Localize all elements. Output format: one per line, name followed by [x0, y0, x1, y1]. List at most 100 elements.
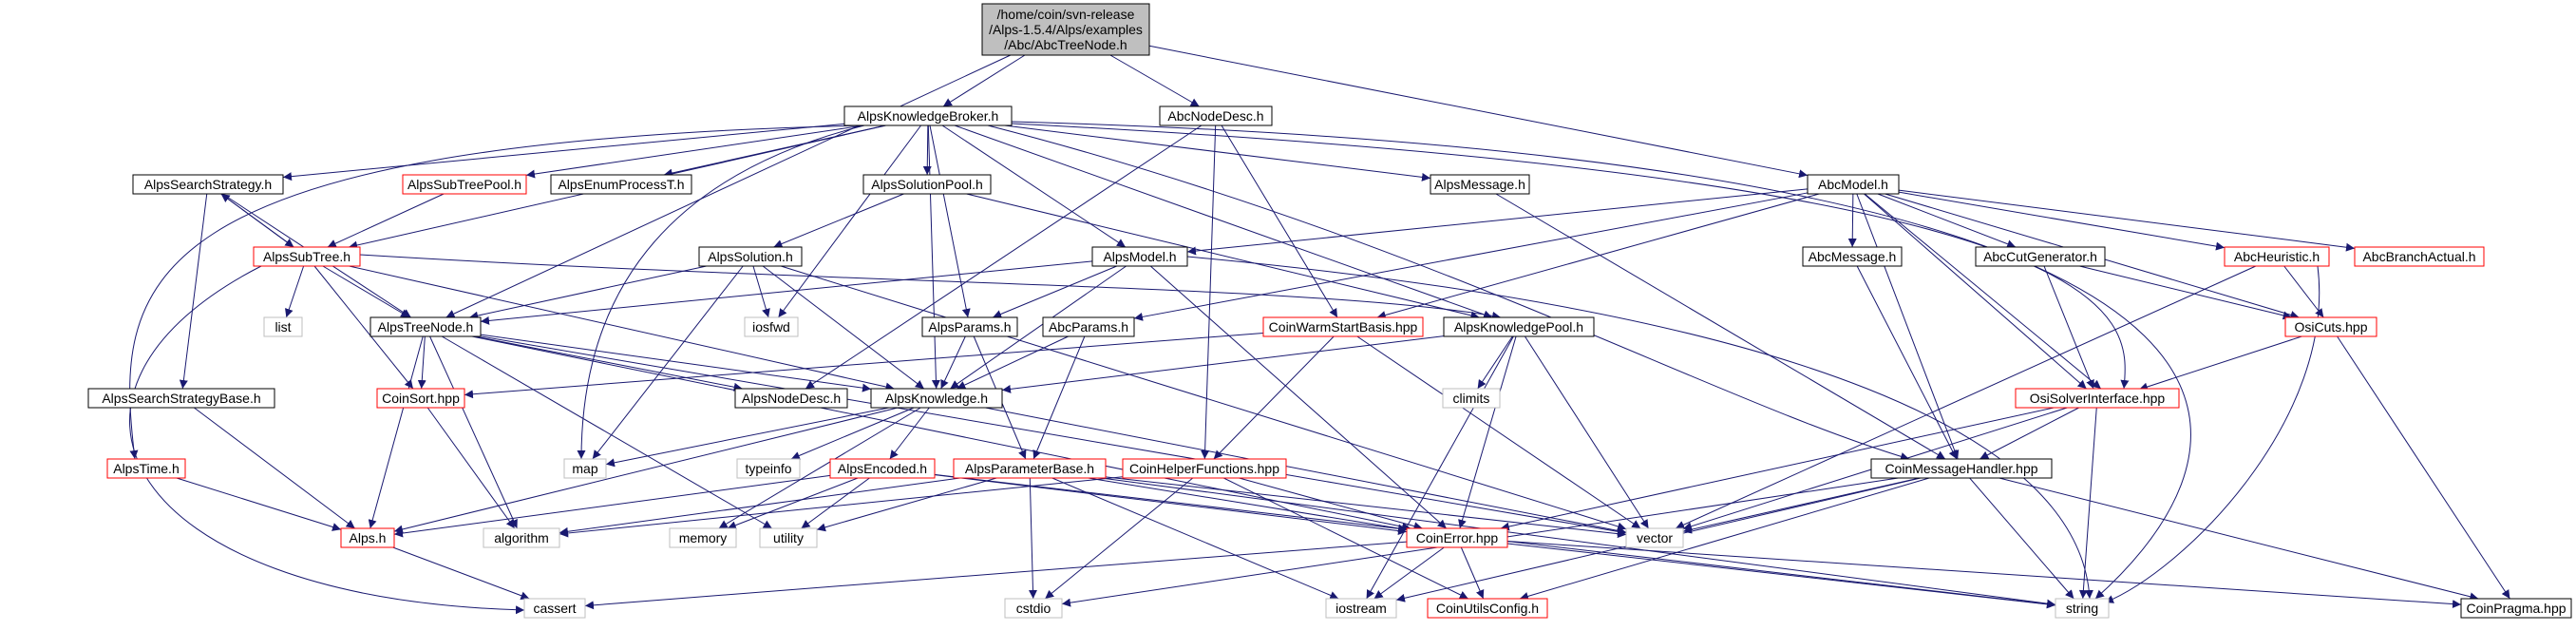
node-AbcHeuristic[interactable]: AbcHeuristic.h — [2224, 246, 2330, 267]
node-CoinUtilsConfig[interactable]: CoinUtilsConfig.h — [1427, 598, 1548, 619]
node-map: map — [563, 458, 607, 479]
edge-AbcModel-to-AbcParams — [1133, 192, 1809, 321]
edge-AlpsSubTree-to-AlpsTreeNode — [322, 265, 410, 318]
node-label-AbcNodeDesc: AbcNodeDesc.h — [1167, 108, 1263, 124]
node-AlpsModel[interactable]: AlpsModel.h — [1091, 246, 1188, 267]
node-label-CoinPragma: CoinPragma.hpp — [2466, 601, 2566, 616]
edge-CoinMessageHandler-to-vector — [1682, 477, 1920, 534]
node-AlpsParams[interactable]: AlpsParams.h — [921, 316, 1018, 337]
edge-OsiSolverInterface-to-string — [2078, 407, 2097, 600]
node-label-AlpsKnowledgeBroker: AlpsKnowledgeBroker.h — [858, 108, 999, 124]
edge-AlpsModel-to-AlpsParams — [992, 265, 1118, 318]
edge-AbcNodeDesc-to-AlpsNodeDesc — [805, 124, 1203, 390]
node-AlpsParameterBase[interactable]: AlpsParameterBase.h — [953, 458, 1107, 479]
node-label-AlpsTreeNode: AlpsTreeNode.h — [378, 319, 474, 335]
node-OsiSolverInterface[interactable]: OsiSolverInterface.hpp — [2015, 388, 2180, 409]
node-AbcNodeDesc[interactable]: AbcNodeDesc.h — [1159, 105, 1273, 126]
edge-AbcModel-to-AbcCutGenerator — [1877, 193, 2017, 248]
node-AlpsEnumProcessT[interactable]: AlpsEnumProcessT.h — [550, 174, 692, 195]
node-AlpsKnowledgeBroker[interactable]: AlpsKnowledgeBroker.h — [843, 105, 1013, 126]
edge-OsiSolverInterface-to-CoinMessageHandler — [1979, 407, 2079, 460]
edge-AlpsKnowledgePool-to-climits — [1477, 335, 1513, 390]
node-AlpsNodeDesc[interactable]: AlpsNodeDesc.h — [734, 388, 848, 409]
edge-AlpsKnowledgePool-to-CoinError — [1458, 335, 1517, 529]
node-CoinPragma[interactable]: CoinPragma.hpp — [2460, 598, 2572, 619]
edge-AlpsEncoded-to-Alps — [393, 474, 831, 538]
node-AlpsSolutionPool[interactable]: AlpsSolutionPool.h — [862, 174, 992, 195]
node-box-AlpsParams — [921, 316, 1018, 337]
node-CoinSort[interactable]: CoinSort.hpp — [376, 388, 465, 409]
node-AlpsKnowledge[interactable]: AlpsKnowledge.h — [870, 388, 1003, 409]
node-box-AbcHeuristic — [2224, 246, 2330, 267]
node-AlpsSolution[interactable]: AlpsSolution.h — [698, 246, 803, 267]
node-cassert: cassert — [523, 598, 586, 619]
node-box-AlpsTime — [106, 458, 186, 479]
edge-AlpsKnowledgePool-to-AlpsKnowledge — [1001, 335, 1445, 393]
node-AbcModel[interactable]: AbcModel.h — [1807, 174, 1900, 195]
edge-AbcModel-to-AbcBranchActual — [1898, 189, 2356, 252]
node-AlpsSearchStrategy[interactable]: AlpsSearchStrategy.h — [132, 174, 284, 195]
node-AbcBranchActual[interactable]: AbcBranchActual.h — [2354, 246, 2485, 267]
node-label-AlpsKnowledge: AlpsKnowledge.h — [885, 391, 988, 406]
node-box-AlpsNodeDesc — [734, 388, 848, 409]
edge-CoinHelperFunctions-to-algorithm — [559, 476, 1124, 538]
node-root[interactable]: /home/coin/svn-release/Alps-1.5.4/Alps/e… — [981, 3, 1150, 56]
node-AlpsSearchStrategyBase[interactable]: AlpsSearchStrategyBase.h — [87, 388, 275, 409]
node-box-AlpsSolution — [698, 246, 803, 267]
node-label-AbcBranchActual: AbcBranchActual.h — [2362, 249, 2475, 264]
node-box-iosfwd — [744, 316, 799, 337]
edge-AlpsKnowledgeBroker-to-string — [1011, 121, 2191, 600]
edge-CoinWarmStartBasis-to-CoinSort — [464, 332, 1264, 399]
node-CoinMessageHandler[interactable]: CoinMessageHandler.hpp — [1870, 458, 2053, 479]
edge-AlpsParameterBase-to-CoinError — [1088, 477, 1408, 533]
node-box-AlpsSearchStrategy — [132, 174, 284, 195]
node-box-AbcBranchActual — [2354, 246, 2485, 267]
node-box-cstdio — [1004, 598, 1063, 619]
edge-AlpsKnowledge-to-AlpsEncoded — [889, 407, 930, 460]
node-iostream: iostream — [1325, 598, 1397, 619]
node-box-AlpsMessage — [1430, 174, 1530, 195]
node-AbcMessage[interactable]: AbcMessage.h — [1802, 246, 1903, 267]
node-box-AbcCutGenerator — [1975, 246, 2106, 267]
node-utility: utility — [759, 527, 818, 548]
node-box-AlpsKnowledge — [870, 388, 1003, 409]
node-label-AlpsParameterBase: AlpsParameterBase.h — [965, 461, 1094, 476]
node-box-CoinMessageHandler — [1870, 458, 2053, 479]
edge-AbcCutGenerator-to-OsiSolverInterface — [2043, 265, 2094, 390]
node-AbcParams[interactable]: AbcParams.h — [1042, 316, 1135, 337]
node-CoinHelperFunctions[interactable]: CoinHelperFunctions.hpp — [1122, 458, 1287, 479]
edge-AlpsKnowledgeBroker-to-AlpsTime — [129, 124, 863, 460]
node-label-memory: memory — [679, 530, 728, 545]
node-box-root — [981, 3, 1150, 56]
dependency-edges — [129, 45, 2510, 615]
edge-AlpsModel-to-AlpsKnowledge — [950, 265, 1127, 390]
edge-CoinHelperFunctions-to-CoinError — [1239, 477, 1423, 530]
node-label-utility: utility — [773, 530, 804, 545]
edge-CoinMessageHandler-to-CoinPragma — [1998, 477, 2479, 602]
node-box-OsiCuts — [2284, 316, 2377, 337]
node-OsiCuts[interactable]: OsiCuts.hpp — [2284, 316, 2377, 337]
node-AlpsSubTreePool[interactable]: AlpsSubTreePool.h — [402, 174, 527, 195]
node-Alps[interactable]: Alps.h — [340, 527, 395, 548]
node-AlpsMessage[interactable]: AlpsMessage.h — [1430, 174, 1530, 195]
node-AlpsSubTree[interactable]: AlpsSubTree.h — [253, 246, 361, 267]
node-AlpsTime[interactable]: AlpsTime.h — [106, 458, 186, 479]
edge-AlpsKnowledge-to-map — [605, 407, 890, 468]
edge-AbcModel-to-cmath — [1864, 193, 2102, 390]
node-label-CoinWarmStartBasis: CoinWarmStartBasis.hpp — [1269, 319, 1418, 335]
node-CoinError[interactable]: CoinError.hpp — [1406, 527, 1508, 548]
edge-AbcModel-to-AbcHeuristic — [1898, 191, 2226, 251]
node-box-AlpsSubTreePool — [402, 174, 527, 195]
node-label-AlpsModel: AlpsModel.h — [1103, 249, 1176, 264]
node-AlpsKnowledgePool[interactable]: AlpsKnowledgePool.h — [1443, 316, 1595, 337]
edge-OsiCuts-to-CoinPragma — [2337, 335, 2510, 600]
node-cstdio: cstdio — [1004, 598, 1063, 619]
node-AbcCutGenerator[interactable]: AbcCutGenerator.h — [1975, 246, 2106, 267]
node-AlpsEncoded[interactable]: AlpsEncoded.h — [829, 458, 936, 479]
node-label-Alps: Alps.h — [350, 530, 387, 545]
edge-AlpsModel-to-AlpsTreeNode — [480, 260, 1093, 325]
edge-CoinHelperFunctions-to-cstdio — [1044, 477, 1194, 600]
node-CoinWarmStartBasis[interactable]: CoinWarmStartBasis.hpp — [1262, 316, 1424, 337]
node-AlpsTreeNode[interactable]: AlpsTreeNode.h — [369, 316, 482, 337]
edge-AlpsKnowledgeBroker-to-AlpsModel — [941, 124, 1127, 248]
